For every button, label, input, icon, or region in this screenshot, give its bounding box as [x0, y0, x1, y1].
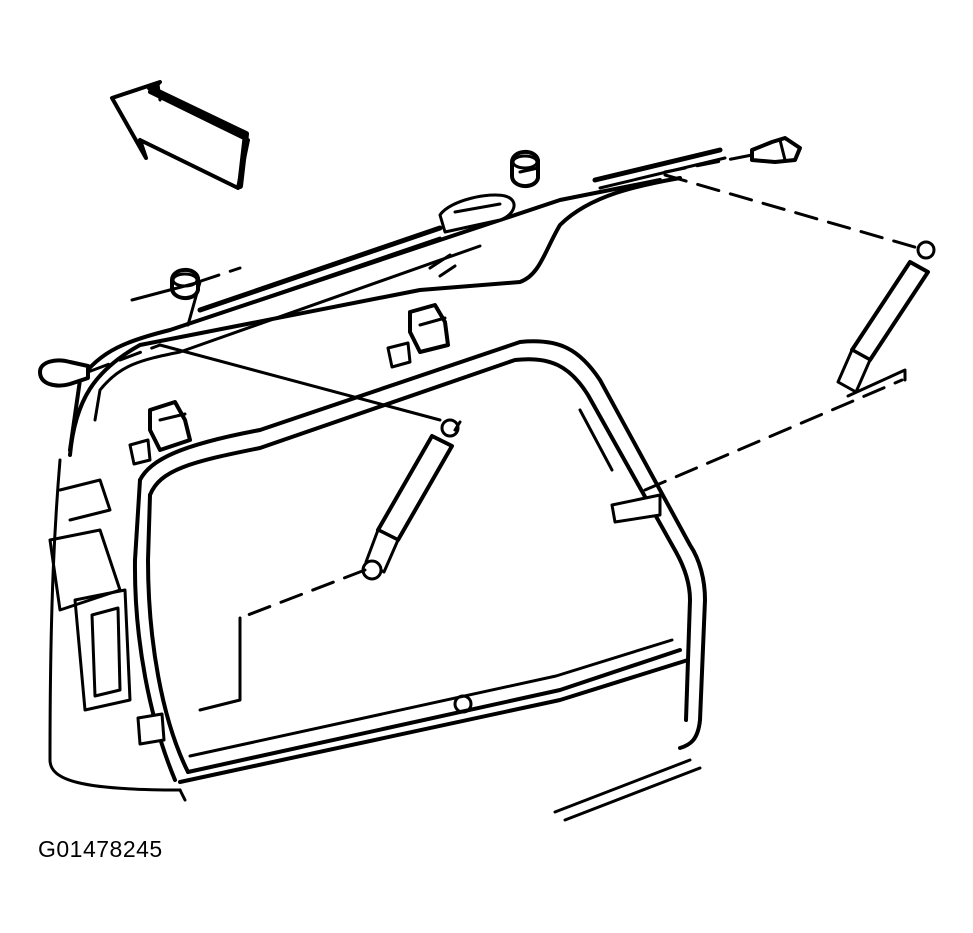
body-side-panel — [48, 176, 682, 802]
liftgate-hinge-left — [128, 400, 192, 466]
ball-stud-top — [750, 136, 802, 164]
gas-strut-left — [361, 418, 460, 581]
latch-detail — [136, 712, 166, 746]
alignment-leader-lines — [86, 153, 920, 712]
bracket-tab-right — [610, 493, 662, 524]
gas-strut-right — [836, 240, 936, 398]
liftgate-opening-frame — [132, 339, 707, 822]
ball-stud-left — [38, 358, 90, 388]
arrow-up-left-icon — [110, 80, 250, 190]
liftgate-hinge-right — [386, 303, 450, 369]
grommet-top — [510, 150, 540, 188]
figure-id-label: G01478245 — [38, 836, 163, 862]
